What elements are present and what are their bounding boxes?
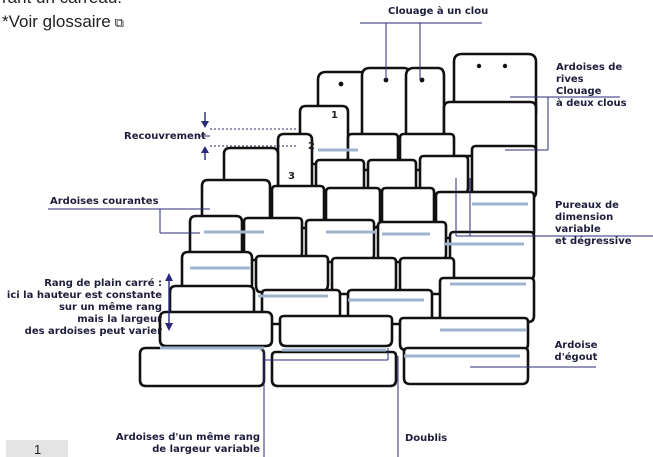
nail — [503, 64, 507, 68]
label-doublis: Doublis — [405, 433, 447, 445]
glossary-link[interactable]: *Voir glossaire ⧉ — [2, 12, 124, 32]
label-ardoise-egout: Ardoise d'égout — [548, 340, 604, 364]
slate — [378, 222, 446, 262]
egout-slate — [140, 348, 264, 386]
label-recouvrement: Recouvrement — [124, 131, 206, 143]
egout-slate — [404, 348, 528, 384]
slate — [280, 316, 392, 346]
label-pureaux: Pureaux de dimension variable et dégress… — [555, 200, 653, 248]
text-fragment: rant un carreau. — [2, 0, 122, 8]
slate — [472, 146, 536, 198]
slate — [244, 218, 302, 260]
row-number-3: 3 — [288, 171, 295, 182]
row-number-2: 2 — [308, 141, 315, 152]
nail — [477, 64, 481, 68]
egout-slate — [272, 352, 396, 386]
label-ardoises-courantes: Ardoises courantes — [50, 196, 159, 208]
label-rang-plain-carre: Rang de plain carré : ici la hauteur est… — [2, 278, 162, 338]
nail — [339, 82, 344, 87]
row-number-1: 1 — [331, 110, 338, 121]
glossary-label[interactable]: *Voir glossaire — [2, 12, 111, 31]
label-meme-rang: Ardoises d'un même rang de largeur varia… — [110, 432, 260, 456]
page-number-badge: 1 — [6, 440, 68, 457]
slate — [406, 68, 444, 144]
slate — [332, 258, 396, 294]
slate — [450, 232, 534, 280]
page-number: 1 — [34, 442, 41, 457]
slate — [256, 256, 328, 292]
slate — [400, 318, 528, 350]
external-link-icon[interactable]: ⧉ — [115, 15, 124, 30]
label-ardoises-de-rives: Ardoises de rives Clouage à deux clous — [556, 62, 653, 110]
slate — [160, 312, 272, 346]
label-clouage-un-clou: Clouage à un clou — [388, 6, 488, 18]
